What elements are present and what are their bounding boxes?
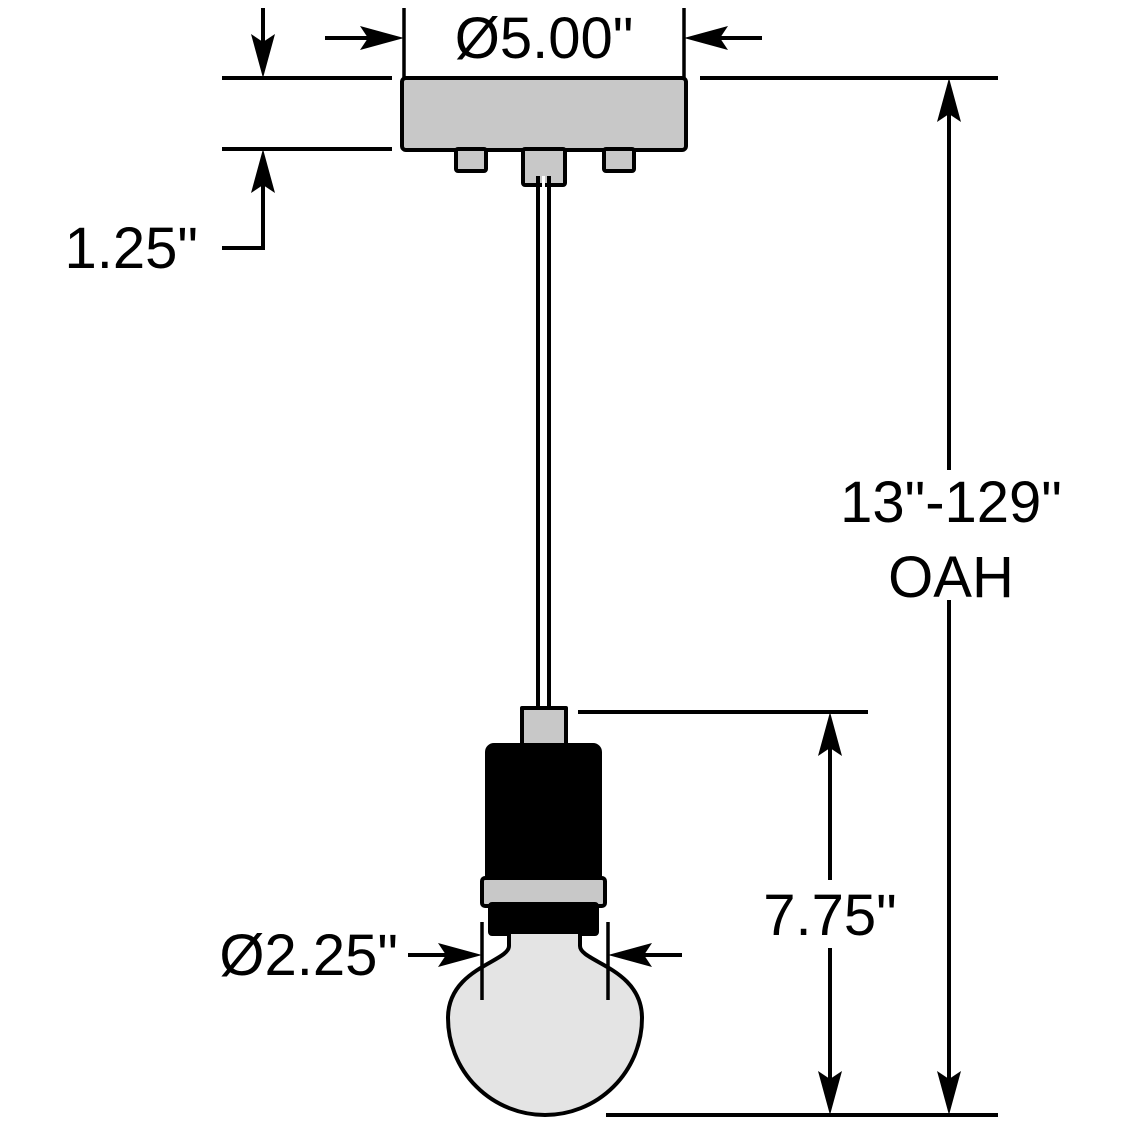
canopy-diameter-extension-lines bbox=[402, 8, 686, 80]
dimension-label-socket-bulb-height: 7.75" bbox=[763, 883, 896, 948]
dimension-label-canopy-height: 1.25" bbox=[65, 216, 198, 281]
socket-body bbox=[485, 743, 602, 885]
canopy-height-dimension-arrows bbox=[251, 8, 275, 240]
socket-base bbox=[488, 902, 599, 936]
canopy-height-extension-lines bbox=[222, 76, 392, 151]
socket-bulb-height-dimension-arrows bbox=[818, 712, 842, 1115]
dimension-label-canopy-diameter: Ø5.00" bbox=[455, 6, 634, 71]
socket-collar-ring bbox=[480, 876, 607, 908]
overall-height-dimension-arrows bbox=[937, 78, 961, 1115]
bulb-diameter-extension-lines bbox=[480, 922, 610, 1000]
socket-neck bbox=[520, 706, 568, 750]
dimension-label-overall-height: 13"-129" bbox=[840, 470, 1062, 535]
mounting-tab-left bbox=[454, 147, 488, 173]
canopy-height-leader bbox=[222, 240, 265, 250]
mounting-tab-right bbox=[602, 147, 636, 173]
suspension-cord bbox=[536, 176, 551, 710]
ceiling-canopy bbox=[400, 76, 688, 152]
overall-height-extension-lines bbox=[606, 76, 998, 1117]
bulb-diameter-dimension-arrows bbox=[408, 943, 682, 967]
canopy-diameter-dimension-arrows bbox=[325, 26, 762, 50]
globe-bulb bbox=[446, 930, 644, 1117]
dimension-label-bulb-diameter: Ø2.25" bbox=[219, 923, 398, 988]
dimension-label-overall-height-abbrev: OAH bbox=[888, 545, 1014, 610]
